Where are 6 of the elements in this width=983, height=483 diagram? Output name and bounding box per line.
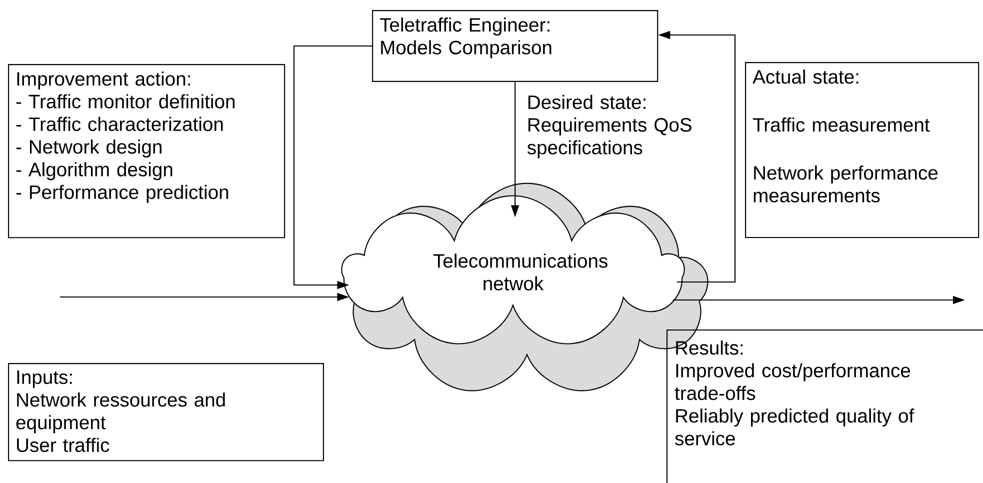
action-box: Improvement action: - Traffic monitor definition - Traffic characterization - Network design - Algorithm design - Performance prediction — [8, 64, 286, 238]
results-box: Results: Improved cost/performance trade-offs Reliably predicted quality of service — [666, 329, 983, 483]
inputs-box: Inputs: Network ressources and equipment User traffic — [8, 363, 324, 462]
state-box: Actual state: Traffic measurement Network performance measurements — [745, 62, 980, 238]
engineer-box: Teletraffic Engineer: Models Comparison — [372, 10, 658, 82]
edge-label: Desired state: Requirements QoS specifications — [527, 94, 692, 158]
